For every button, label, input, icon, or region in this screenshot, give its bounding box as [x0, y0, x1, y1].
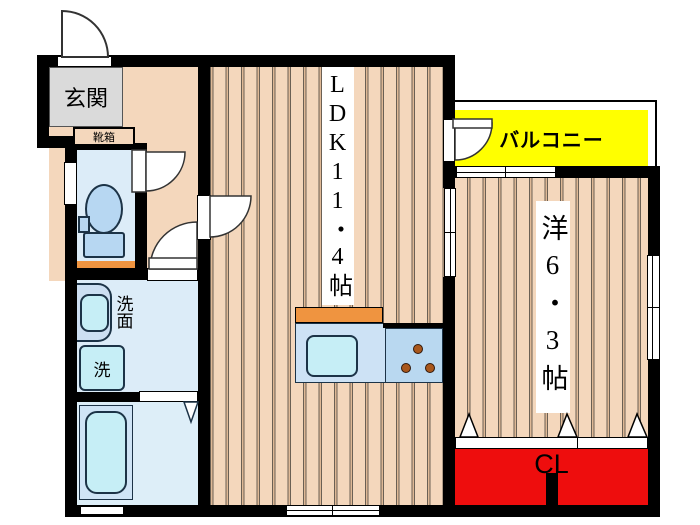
kitchen-back-counter: [295, 307, 383, 323]
balcony: バルコニー: [455, 110, 648, 166]
toilet-window: [64, 162, 77, 205]
wall-ldk-west-lower: [443, 277, 455, 505]
kitchen-sink: [306, 335, 358, 377]
ldk-doorway: [197, 195, 211, 240]
closet-divider: [546, 473, 558, 505]
wall-ldk-west-upper: [443, 55, 455, 120]
window-divider: [505, 167, 506, 177]
stove-burner: [425, 363, 435, 373]
entrance-threshold: [57, 56, 112, 67]
western-room-window-east: [647, 255, 660, 360]
window-divider: [648, 307, 659, 308]
washroom-threshold: [147, 268, 198, 281]
entrance: 玄関: [49, 67, 123, 127]
stove-counter: [385, 328, 443, 383]
shoe-box: 靴箱: [73, 127, 135, 146]
window-divider: [332, 506, 333, 515]
toilet-handle: [78, 216, 90, 233]
stove-burner: [413, 344, 423, 354]
window-divider: [457, 172, 555, 173]
wall-left-upper: [37, 55, 49, 136]
wall-toilet-bottom: [65, 268, 147, 280]
ldk-window-south: [286, 505, 380, 516]
toilet-tank: [83, 232, 125, 258]
washing-machine: 洗: [79, 345, 125, 391]
ldk-label: LDK11・4帖: [322, 67, 354, 305]
closet-door-panel-left: [455, 437, 578, 449]
balcony-doorway: [443, 119, 455, 162]
entrance-door-arc: [61, 9, 110, 58]
stove-burner: [401, 363, 411, 373]
door-divider: [445, 232, 455, 233]
window-divider: [287, 510, 379, 511]
washing-machine-label: 洗: [93, 360, 111, 380]
closet-door-panel-right: [577, 437, 648, 449]
balcony-sliding-window: [456, 166, 556, 178]
wall-hall-ldk-lower: [198, 240, 210, 505]
wall-toilet-right: [135, 143, 147, 280]
washroom-label: 洗面: [113, 295, 133, 329]
bathtub: [85, 411, 127, 494]
entrance-label: 玄関: [63, 86, 108, 111]
shoe-box-label: 靴箱: [93, 131, 115, 144]
kitchen-partition: [383, 323, 443, 328]
wall-left-lower: [65, 136, 77, 517]
toilet-sill-orange: [77, 261, 135, 268]
ldk-western-sliding-door: [444, 188, 456, 277]
wall-ldk-west-mid: [443, 160, 455, 188]
closet-label: CL: [455, 449, 648, 479]
wall-hall-ldk-upper: [198, 55, 210, 196]
bathroom-window: [80, 506, 124, 515]
bathroom-threshold: [139, 391, 198, 402]
western-room-label: 洋6・3帖: [536, 201, 570, 413]
closet-label-text: CL: [534, 448, 569, 479]
toilet-bowl: [85, 184, 123, 234]
wall-top: [37, 55, 455, 67]
wall-toilet-top: [65, 143, 147, 150]
balcony-label: バルコニー: [499, 129, 604, 152]
wall-washroom-bath: [65, 390, 148, 402]
vanity-sink: [80, 294, 109, 332]
